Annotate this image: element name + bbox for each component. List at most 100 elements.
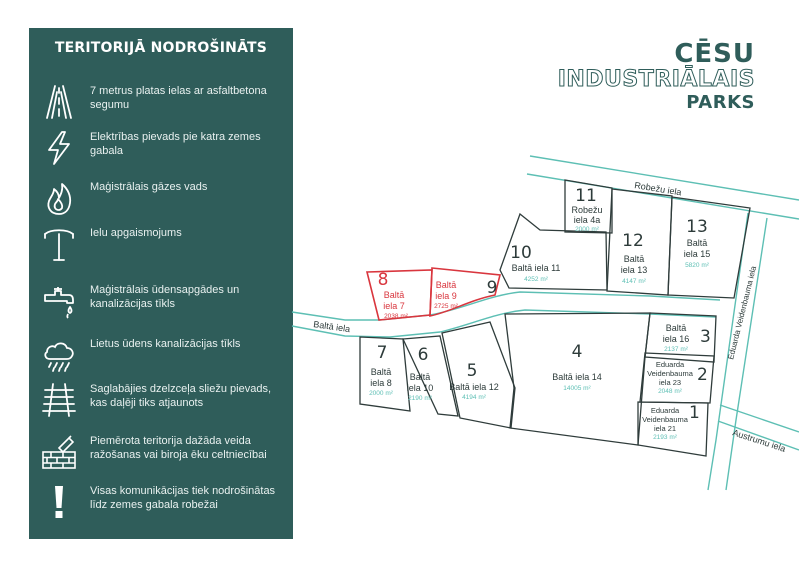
plot-6-outline: [402, 335, 459, 417]
street-label-austrumu: Austrumu iela: [731, 427, 786, 454]
brand-line-3: PARKS: [686, 92, 755, 113]
feature-lighting: Ielu apgaismojums: [29, 226, 293, 274]
plot-number: 10: [510, 243, 532, 263]
feature-roads: 7 metrus platas ielas ar asfaltbetona se…: [29, 84, 293, 132]
street-lamp-icon: [41, 226, 77, 262]
brand-logo: CĒSU INDUSTRIĀLAIS PARKS: [557, 39, 755, 114]
feature-text: Maģistrālais ūdensapgādes un kanalizācij…: [90, 284, 240, 310]
plot-7-outline: [359, 336, 411, 412]
plot-name: Veidenbauma: [647, 369, 694, 378]
plot-11-outline: [564, 179, 613, 234]
plot-name: Baltā iela 12: [449, 382, 499, 392]
plot-name: iela 15: [684, 249, 711, 259]
plot-9-outline: [429, 267, 501, 317]
feature-text: Saglabājies dzelzceļa sliežu pievads, ka…: [90, 383, 271, 409]
plot-number: 4: [572, 342, 583, 362]
austrumu-road-north: [719, 404, 799, 433]
plot-5-outline: [441, 321, 516, 429]
plot-name: Eduarda: [656, 360, 685, 369]
plot-name: Baltā: [410, 372, 431, 382]
exclamation-icon: [41, 484, 77, 520]
plot-area: 2725 m²: [434, 303, 459, 310]
brand-line-1: CĒSU: [674, 39, 755, 69]
veidenbauma-road-east: [725, 217, 768, 491]
feature-text: Elektrības pievads pie katra zemes gabal…: [90, 131, 261, 157]
feature-text: Lietus ūdens kanalizācijas tīkls: [90, 338, 241, 350]
plot-area: 4147 m²: [622, 278, 647, 285]
roads: [291, 155, 799, 491]
plot-name: Baltā: [687, 238, 708, 248]
feature-text: Visas komunikācijas tiek nodrošinātas lī…: [90, 485, 276, 511]
feature-text: Maģistrālais gāzes vads: [90, 181, 208, 193]
plot-area: 5820 m²: [685, 262, 710, 269]
plot-area: 4194 m²: [462, 394, 487, 401]
panel-title: TERITORIJĀ NODROŠINĀTS: [54, 40, 268, 56]
lightning-icon: [41, 130, 77, 166]
veidenbauma-road-west: [707, 212, 749, 491]
features-panel: TERITORIJĀ NODROŠINĀTS 7 metrus platas i…: [29, 28, 293, 539]
feature-text: Ielu apgaismojums: [90, 227, 182, 239]
plot-2-outline: [639, 352, 715, 404]
plot-area: 14005 m²: [563, 385, 591, 392]
plot-13-outline: [667, 196, 751, 299]
plot-area: 4252 m²: [524, 276, 549, 283]
brand-line-2: INDUSTRIĀLAIS: [557, 67, 755, 92]
balta-road-north: [291, 291, 721, 321]
plot-name: Baltā iela 11: [512, 263, 561, 273]
plot-9-labels: Baltā iela 9 2725 m²: [434, 280, 459, 310]
flame-icon: [41, 180, 77, 216]
construction-wall-icon: [41, 434, 77, 470]
water-tap-icon: [41, 283, 77, 319]
plot-name: iela 7: [383, 301, 405, 311]
plot-number: 7: [377, 343, 388, 363]
plot-name: iela 9: [435, 291, 457, 301]
plot-name: iela 16: [663, 334, 690, 344]
plot-name: Baltā: [436, 280, 457, 290]
plot-area: 2190 m²: [408, 395, 433, 402]
plot-area: 2048 m²: [658, 388, 683, 395]
plot-number: 5: [467, 361, 478, 381]
feature-electricity: Elektrības pievads pie katra zemes gabal…: [29, 130, 293, 178]
plot-number: 2: [697, 365, 708, 385]
street-label-veidenbauma: Eduarda Veidenbauma iela: [726, 265, 758, 361]
plot-name: iela 10: [407, 383, 434, 393]
plot-area: 2038 m²: [384, 313, 409, 320]
plot-area: 2000 m²: [369, 390, 394, 397]
plot-number: 13: [686, 217, 708, 237]
plot-number: 9: [487, 278, 498, 298]
plot-number: 6: [418, 345, 429, 365]
plot-number: 11: [575, 186, 597, 206]
plot-name: Robežu: [571, 205, 602, 215]
plot-name: iela 8: [370, 378, 392, 388]
feature-railway: Saglabājies dzelzceļa sliežu pievads, ka…: [29, 382, 293, 430]
robezu-road-north: [529, 155, 799, 201]
road-icon: [41, 84, 77, 120]
plot-area: 2193 m²: [653, 434, 678, 441]
plot-name: Veidenbauma: [642, 415, 689, 424]
plot-name: Baltā: [371, 367, 392, 377]
feature-text: 7 metrus platas ielas ar asfaltbetona se…: [90, 85, 267, 111]
plot-name: Baltā: [384, 290, 405, 300]
plot-boundaries: [359, 179, 751, 457]
plot-area: 2000 m²: [575, 226, 600, 233]
balta-road-south: [291, 309, 717, 338]
plot-area: 2137 m²: [664, 346, 689, 353]
plot-name: iela 13: [621, 265, 648, 275]
railway-icon: [41, 382, 77, 418]
plot-name: iela 4a: [574, 215, 601, 225]
feature-rainwater: Lietus ūdens kanalizācijas tīkls: [29, 337, 293, 385]
feature-gas: Maģistrālais gāzes vads: [29, 180, 293, 228]
plot-number: 12: [622, 231, 644, 251]
austrumu-road-south: [717, 420, 799, 451]
plot-8-labels: 8 Baltā iela 7 2038 m²: [378, 270, 409, 320]
plot-number: 3: [700, 327, 711, 347]
plot-labels: 1 Eduarda Veidenbauma iela 21 2193 m² 2 …: [369, 186, 711, 441]
plot-name: iela 23: [659, 378, 681, 387]
plot-name: Baltā iela 14: [552, 372, 602, 382]
feature-water: Maģistrālais ūdensapgādes un kanalizācij…: [29, 283, 293, 331]
feature-construction: Piemērota teritorija dažāda veida ražoša…: [29, 434, 293, 482]
feature-text: Piemērota teritorija dažāda veida ražoša…: [90, 435, 267, 461]
plot-name: Baltā: [666, 323, 687, 333]
plot-4-outline: [504, 312, 651, 446]
